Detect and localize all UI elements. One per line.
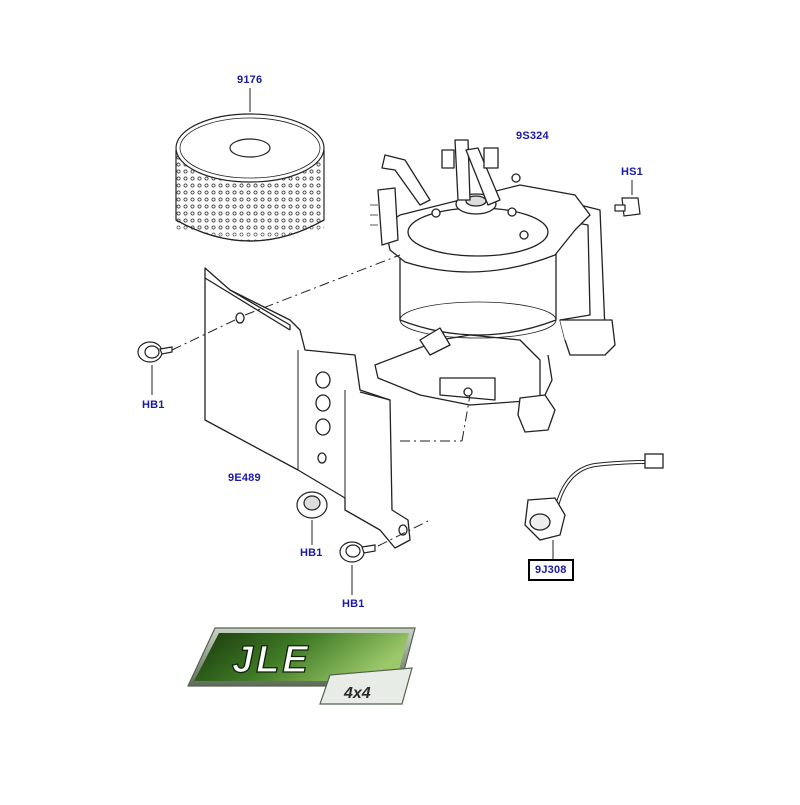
callout-hb1-left: HB1 <box>142 399 165 411</box>
callout-filter: 9176 <box>237 74 263 86</box>
callout-harness: 9J308 <box>528 559 574 581</box>
logo-main-text: JLE <box>232 639 311 681</box>
air-filter-element <box>175 113 325 242</box>
filter-housing-assembly <box>370 139 616 433</box>
heat-shield-bracket <box>204 267 411 549</box>
assembly-lines <box>171 254 471 547</box>
callout-hs1: HS1 <box>621 166 643 178</box>
logo-sub-text: 4x4 <box>343 685 371 702</box>
callout-shield: 9E489 <box>228 472 261 484</box>
bolt-hb1-bottom <box>339 541 376 595</box>
jle-logo: JLE 4x4 <box>187 627 416 705</box>
bolt-hb1-left <box>137 341 173 395</box>
callout-hb1-bottom-bolt: HB1 <box>342 598 365 610</box>
screw-hs1 <box>614 180 641 217</box>
callout-housing: 9S324 <box>516 130 549 142</box>
callout-hb1-bottom-nut: HB1 <box>300 547 323 559</box>
wiring-harness <box>524 453 664 560</box>
nut-hb1-bottom <box>296 491 328 545</box>
